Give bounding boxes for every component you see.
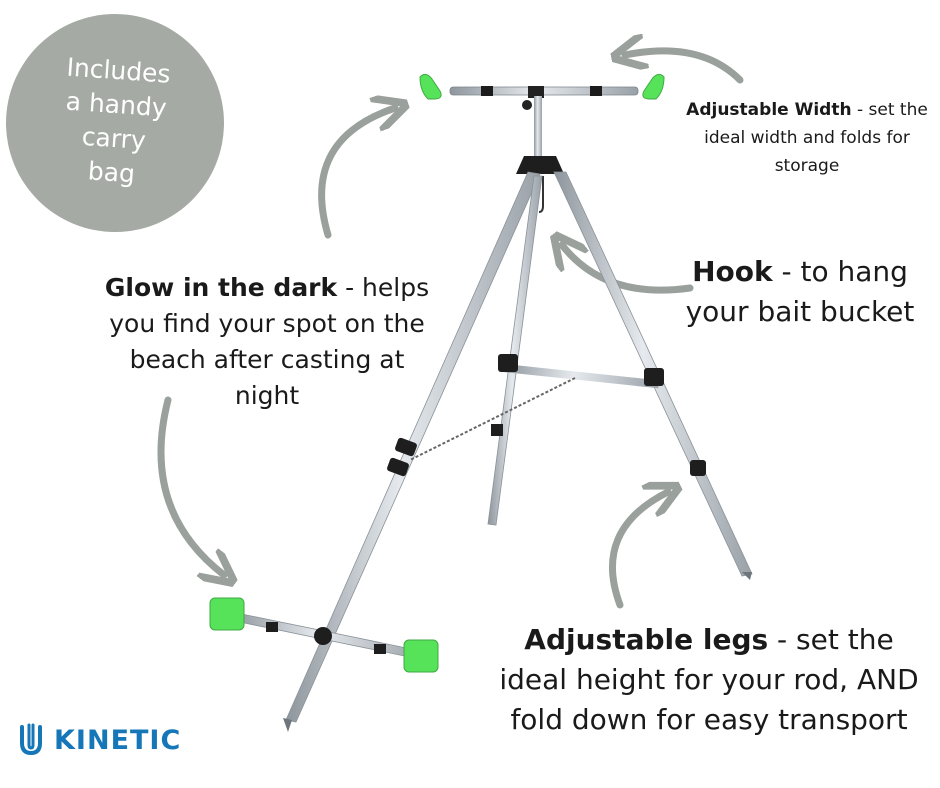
callout-glow-in-dark: Glow in the dark - helps you find your s… (104, 270, 430, 414)
kinetic-logo-icon (20, 723, 42, 756)
badge-text: Includes a handy carry bag (2, 47, 229, 198)
carry-bag-badge: Includes a handy carry bag (6, 14, 224, 232)
callout-title: Hook (692, 255, 773, 288)
callout-title: Adjustable legs (524, 623, 769, 656)
callout-adjustable-width: Adjustable Width - set the ideal width a… (676, 96, 938, 180)
callout-hook: Hook - to hang your bait bucket (676, 252, 924, 332)
callout-title: Glow in the dark (104, 273, 338, 302)
callout-body: - helps you find your spot on the beach … (109, 273, 430, 410)
logo-wordmark: KINETIC (54, 724, 182, 756)
kinetic-logo: KINETIC (18, 722, 181, 758)
callout-body: - to hang your bait bucket (685, 255, 915, 328)
callout-body: - set the ideal height for your rod, AND… (499, 623, 919, 736)
callout-body: - set the ideal width and folds for stor… (704, 100, 928, 176)
callout-adjustable-legs: Adjustable legs - set the ideal height f… (486, 620, 932, 740)
callout-title: Adjustable Width (686, 100, 852, 120)
tripod-image (209, 73, 753, 732)
